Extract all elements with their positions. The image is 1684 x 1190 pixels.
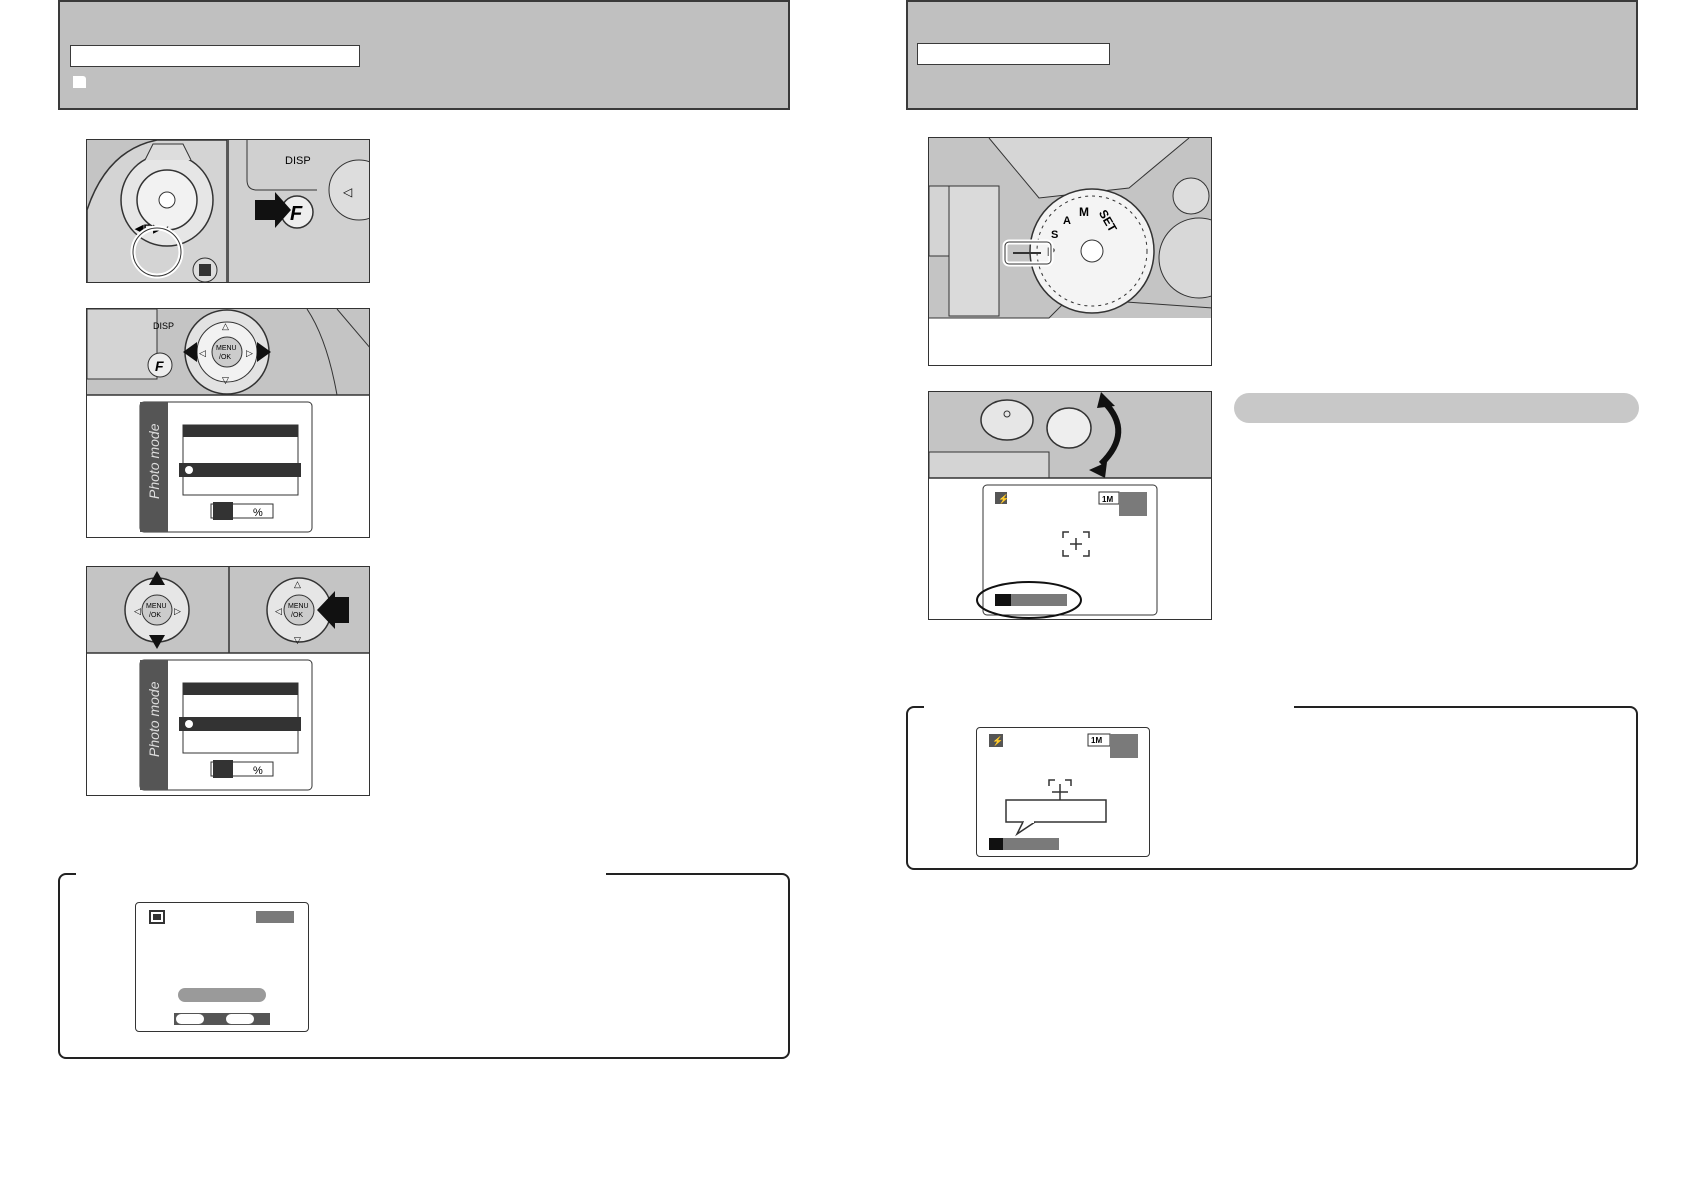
svg-text:/OK: /OK bbox=[149, 612, 161, 619]
svg-text:△: △ bbox=[294, 579, 301, 589]
dial-label-s: S bbox=[1051, 229, 1058, 241]
mode-dial-illustration: SET M A S P bbox=[929, 138, 1211, 365]
svg-text:▷: ▷ bbox=[246, 348, 253, 358]
svg-text:/OK: /OK bbox=[219, 354, 231, 361]
figure-f-menu-selection: DISP F MENU /OK △ ▽ ◁ ▷ Photo mode % bbox=[86, 308, 370, 538]
right-header-title-box bbox=[917, 43, 1110, 65]
note-lcd-size-badge: 1M bbox=[1091, 736, 1102, 745]
figure-mode-switch-and-f-button: ◀F ▶ ◐ DISP F ◁ bbox=[86, 139, 370, 283]
svg-text:MENU: MENU bbox=[288, 603, 309, 610]
right-gray-pill-heading bbox=[1234, 393, 1639, 423]
svg-text:MENU: MENU bbox=[216, 345, 237, 352]
disp-label: DISP bbox=[285, 155, 311, 167]
lcd-screen-illustration bbox=[149, 910, 294, 1025]
left-note-lcd bbox=[135, 902, 309, 1032]
right-note-lcd: ⚡ 1M bbox=[976, 727, 1150, 857]
dial-label-m: M bbox=[1079, 205, 1089, 219]
svg-text:◁: ◁ bbox=[343, 185, 353, 199]
left-header-bullet-icon bbox=[73, 76, 86, 88]
svg-text:△: △ bbox=[222, 321, 229, 331]
svg-text:Photo mode: Photo mode bbox=[146, 423, 162, 499]
svg-text:%: % bbox=[253, 507, 263, 519]
command-dial-illustration: ⚡ 1M bbox=[929, 392, 1211, 619]
svg-text:◁: ◁ bbox=[199, 348, 206, 358]
svg-text:%: % bbox=[253, 765, 263, 777]
svg-text:F: F bbox=[290, 203, 303, 225]
svg-text:▽: ▽ bbox=[222, 375, 229, 385]
dial-label-a: A bbox=[1063, 215, 1071, 227]
svg-text:▷: ▷ bbox=[174, 606, 181, 616]
figure-mode-dial: SET M A S P bbox=[928, 137, 1212, 366]
left-note-title-gap bbox=[76, 870, 606, 876]
svg-text:MENU: MENU bbox=[146, 603, 167, 610]
svg-text:DISP: DISP bbox=[153, 321, 174, 331]
svg-text:▽: ▽ bbox=[294, 635, 301, 645]
left-header-title-box bbox=[70, 45, 360, 67]
figure-command-dial-lcd: ⚡ 1M bbox=[928, 391, 1212, 620]
figure-f-menu-confirm: MENU /OK ◁ ▷ MENU /OK △ ▽ ◁ Photo mode % bbox=[86, 566, 370, 796]
camera-top-illustration: ◀F ▶ ◐ DISP F ◁ bbox=[87, 140, 369, 282]
svg-text:◁: ◁ bbox=[134, 606, 141, 616]
lcd-warning-illustration: ⚡ 1M bbox=[989, 733, 1138, 850]
svg-text:/OK: /OK bbox=[291, 612, 303, 619]
lcd-size-badge: 1M bbox=[1102, 495, 1113, 504]
menu-ok-press-illustration: MENU /OK ◁ ▷ MENU /OK △ ▽ ◁ Photo mode % bbox=[87, 567, 369, 791]
svg-text:◁: ◁ bbox=[275, 606, 282, 616]
svg-text:⚡: ⚡ bbox=[998, 493, 1009, 505]
four-way-pad-illustration: DISP F MENU /OK △ ▽ ◁ ▷ Photo mode % bbox=[87, 309, 369, 533]
svg-text:⚡: ⚡ bbox=[992, 735, 1003, 747]
svg-text:F: F bbox=[155, 358, 164, 374]
right-note-title-gap bbox=[924, 703, 1294, 709]
svg-text:Photo mode: Photo mode bbox=[146, 681, 162, 757]
